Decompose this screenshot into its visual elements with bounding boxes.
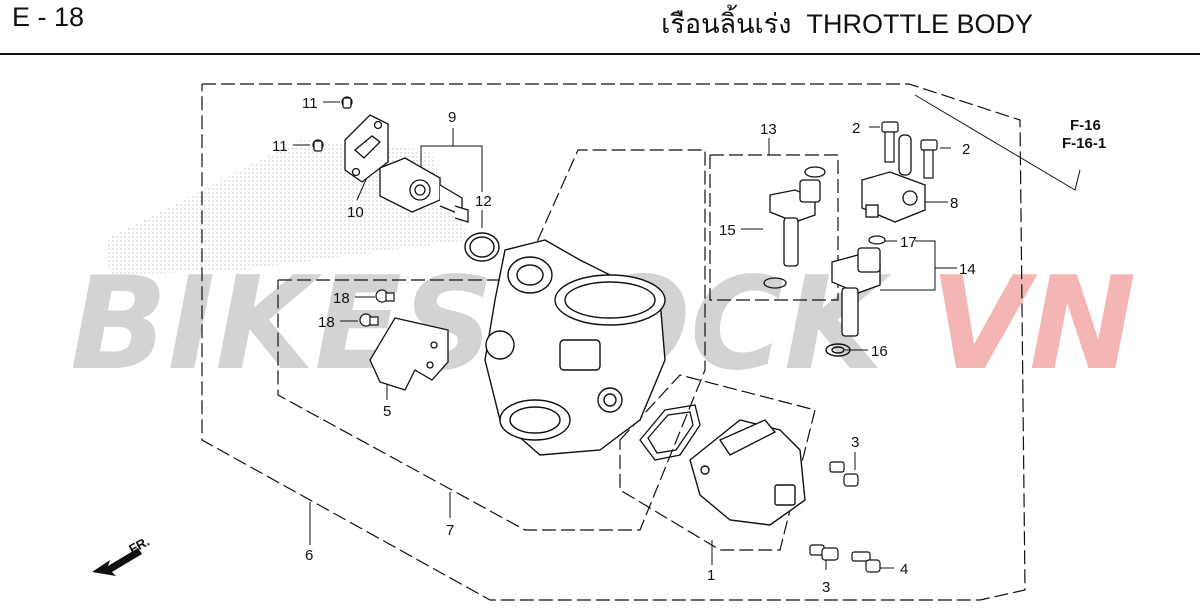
page-title: เรือนลิ้นเร่ง THROTTLE BODY	[661, 2, 1033, 45]
reference-f16[interactable]: F-16	[1070, 117, 1101, 134]
watermark-part2: VN	[930, 250, 1136, 399]
title-english: THROTTLE BODY	[806, 9, 1033, 39]
callout-4: 4	[900, 561, 908, 578]
screw-icon	[809, 544, 839, 561]
callout-6: 6	[305, 547, 313, 564]
screw-icon	[851, 551, 881, 573]
callout-3: 3	[851, 434, 859, 451]
injector-set-frame-13	[709, 154, 839, 301]
body-frame-7	[277, 149, 706, 531]
assembly-frame-6	[201, 83, 1026, 601]
sensor-frame-1	[619, 374, 816, 551]
seal-ring-icon	[763, 277, 787, 289]
arrow-left-icon	[92, 548, 142, 576]
callout-2: 2	[852, 120, 860, 137]
callout-14: 14	[959, 261, 976, 278]
callout-3: 3	[822, 579, 830, 596]
screw-icon	[375, 289, 395, 303]
o-ring-icon	[804, 166, 826, 178]
callout-2: 2	[962, 141, 970, 158]
speckle-shadow	[105, 140, 470, 275]
screw-icon	[341, 96, 353, 109]
throttle-position-sensor-icon	[689, 419, 806, 526]
watermark-part1: BIKESTOCK	[70, 250, 892, 399]
throttle-body-icon	[484, 239, 666, 456]
watermark: BIKESTOCK VN	[70, 250, 1136, 399]
callout-16: 16	[871, 343, 888, 360]
seal-ring-icon	[825, 343, 851, 357]
callout-8: 8	[950, 195, 958, 212]
o-ring-icon	[464, 232, 500, 262]
callout-5: 5	[383, 403, 391, 420]
injector-assembly-icon	[831, 247, 881, 337]
callouts: 11 11 10 9 12 13 15 2 2 8 17 14 16 18 18…	[272, 95, 976, 596]
gasket-icon	[639, 404, 701, 461]
callout-18: 18	[333, 290, 350, 307]
callout-1: 1	[707, 567, 715, 584]
callout-17: 17	[900, 234, 917, 251]
injector-joint-icon	[861, 134, 926, 223]
idle-air-control-valve-icon	[379, 157, 469, 223]
title-rule	[0, 53, 1200, 55]
screw-icon	[312, 139, 324, 152]
callout-15: 15	[719, 222, 736, 239]
screw-icon	[359, 313, 379, 327]
reference-f16-1[interactable]: F-16-1	[1062, 135, 1106, 152]
callout-11: 11	[272, 138, 288, 155]
callout-12: 12	[475, 193, 492, 210]
page-id: E - 18	[12, 2, 85, 32]
o-ring-icon	[868, 235, 886, 245]
screw-icon	[829, 461, 859, 487]
callout-9: 9	[448, 109, 456, 126]
bracket-icon	[369, 317, 449, 391]
flange-bolt-icon	[881, 121, 899, 163]
callout-13: 13	[760, 121, 777, 138]
title-thai: เรือนลิ้นเร่ง	[661, 9, 792, 39]
callout-7: 7	[446, 522, 454, 539]
callout-11: 11	[302, 95, 318, 112]
valve-plate-icon	[344, 114, 389, 183]
front-direction-arrow: FR.	[92, 534, 152, 576]
injector-icon	[769, 179, 821, 267]
callout-18: 18	[318, 314, 335, 331]
callout-10: 10	[347, 204, 364, 221]
flange-bolt-icon	[920, 139, 938, 179]
